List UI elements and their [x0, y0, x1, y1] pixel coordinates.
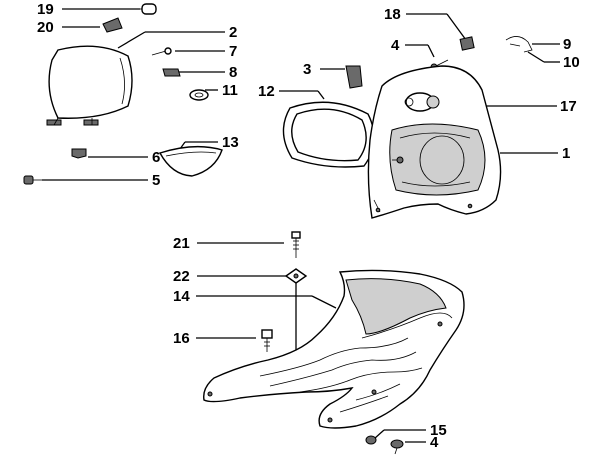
callout-22: 22 [173, 268, 190, 285]
part-21-screw [291, 231, 301, 258]
part-5-screw [23, 175, 44, 185]
part-14-footboard [203, 269, 465, 429]
part-9-10-bracket [505, 36, 533, 53]
callout-10: 10 [563, 54, 580, 71]
part-3-clip [345, 65, 363, 89]
callout-19: 19 [37, 1, 54, 18]
callout-4-lower: 4 [430, 434, 439, 451]
part-20-wedge [102, 17, 123, 33]
callout-15: 15 [430, 422, 447, 439]
callout-4-upper: 4 [391, 37, 400, 54]
callout-5: 5 [152, 172, 160, 189]
callout-9: 9 [563, 36, 571, 53]
part-12-trim-ring [282, 101, 375, 168]
part-18-washer [459, 36, 475, 51]
callout-12: 12 [258, 83, 275, 100]
callout-18: 18 [384, 6, 401, 23]
leader-lines [42, 8, 560, 443]
callout-3: 3 [303, 61, 311, 78]
part-1-front-shield [367, 65, 502, 219]
callout-21: 21 [173, 235, 190, 252]
part-11-grommet [189, 89, 209, 101]
callout-8: 8 [229, 64, 237, 81]
part-22-washer [284, 268, 308, 284]
callout-1: 1 [562, 145, 570, 162]
part-19-screw [130, 3, 157, 15]
callout-13: 13 [222, 134, 239, 151]
part-13-lower-cover [158, 145, 223, 177]
callout-14: 14 [173, 288, 190, 305]
part-8-clip [162, 68, 181, 77]
part-15-nut [365, 435, 377, 445]
callout-labels: 19 20 2 7 8 11 13 6 5 3 12 18 4 9 10 17 … [37, 1, 580, 451]
callout-2: 2 [229, 24, 237, 41]
part-6-bracket [71, 148, 87, 159]
callout-17: 17 [560, 98, 577, 115]
callout-16: 16 [173, 330, 190, 347]
part-7-screw [151, 47, 172, 56]
callout-6: 6 [152, 149, 160, 166]
part-2-headlight-housing [46, 45, 133, 126]
callout-7: 7 [229, 43, 237, 60]
part-4-screw-lower [390, 439, 404, 455]
callout-20: 20 [37, 19, 54, 36]
part-16-screw [261, 329, 273, 352]
callout-11: 11 [222, 82, 238, 99]
